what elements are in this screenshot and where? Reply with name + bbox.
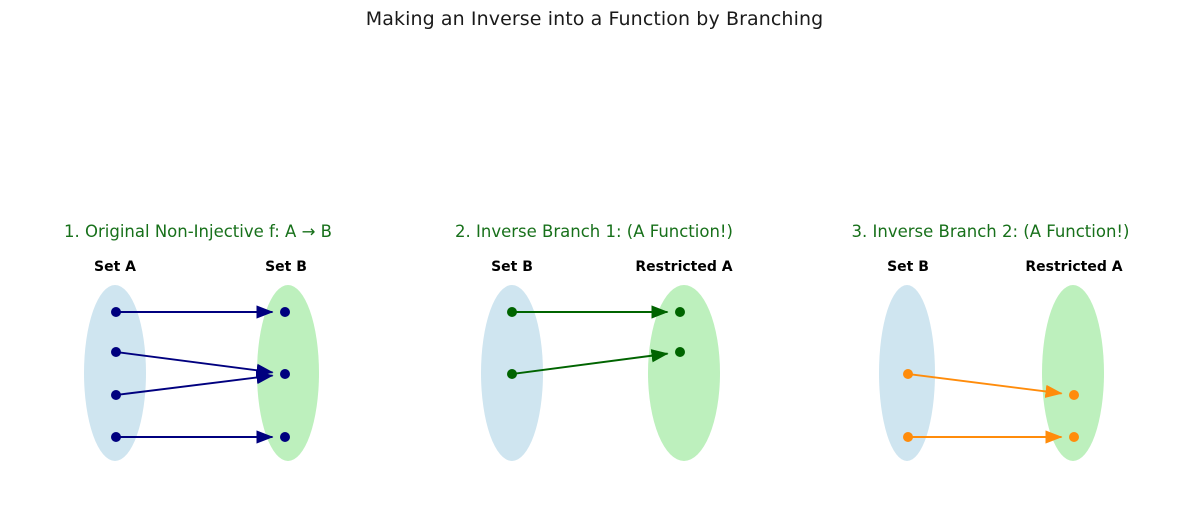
panel-3-right-node-a4[interactable] xyxy=(1069,432,1079,442)
panel-2-left-node-b2[interactable] xyxy=(507,369,517,379)
panel-2-arrow-b2-to-a2 xyxy=(515,349,669,375)
diagram-layers xyxy=(84,285,1104,461)
panel-3: 3. Inverse Branch 2: (A Function!) Set B… xyxy=(792,0,1189,511)
panel-2-right-set-ellipse xyxy=(648,285,720,461)
panel-1-left-node-a1[interactable] xyxy=(111,307,121,317)
panel-3-left-set-label: Set B xyxy=(887,259,929,275)
panel-3-left-node-b2[interactable] xyxy=(903,369,913,379)
panel-3-right-set-ellipse xyxy=(1042,285,1104,461)
panel-2-right-node-a1[interactable] xyxy=(675,307,685,317)
panel-3-right-node-a3[interactable] xyxy=(1069,390,1079,400)
panel-1-graph xyxy=(84,285,319,461)
panel-3-graph xyxy=(879,285,1104,461)
panel-2-right-set-label: Restricted A xyxy=(635,259,733,275)
panel-1-arrow-a2-to-b2 xyxy=(119,351,274,377)
panel-1-left-node-a4[interactable] xyxy=(111,432,121,442)
panel-1-left-node-a2[interactable] xyxy=(111,347,121,357)
panel-2: 2. Inverse Branch 1: (A Function!) Set B… xyxy=(396,0,792,511)
panel-1-title: 1. Original Non-Injective f: A → B xyxy=(64,222,332,241)
panel-1-right-node-b2[interactable] xyxy=(280,369,290,379)
panel-1: 1. Original Non-Injective f: A → B Set A… xyxy=(0,0,396,511)
panel-2-left-set-label: Set B xyxy=(491,259,533,275)
panel-2-title: 2. Inverse Branch 1: (A Function!) xyxy=(455,222,733,241)
panel-1-left-set-ellipse xyxy=(84,285,146,461)
panel-3-left-node-b3[interactable] xyxy=(903,432,913,442)
panel-1-right-node-b3[interactable] xyxy=(280,432,290,442)
panel-1-left-set-label: Set A xyxy=(94,259,136,275)
panel-1-arrow-a3-to-b2 xyxy=(119,370,274,396)
panel-3-arrow-b2-to-a3 xyxy=(911,373,1063,399)
panel-2-left-node-b1[interactable] xyxy=(507,307,517,317)
panel-2-graph xyxy=(481,285,720,461)
panel-3-title: 3. Inverse Branch 2: (A Function!) xyxy=(851,222,1130,241)
panel-1-left-node-a3[interactable] xyxy=(111,390,121,400)
panel-1-right-node-b1[interactable] xyxy=(280,307,290,317)
panel-2-right-node-a2[interactable] xyxy=(675,347,685,357)
panel-3-right-set-label: Restricted A xyxy=(1025,259,1123,275)
panel-1-right-set-label: Set B xyxy=(265,259,307,275)
figure-title: Making an Inverse into a Function by Bra… xyxy=(365,8,824,30)
